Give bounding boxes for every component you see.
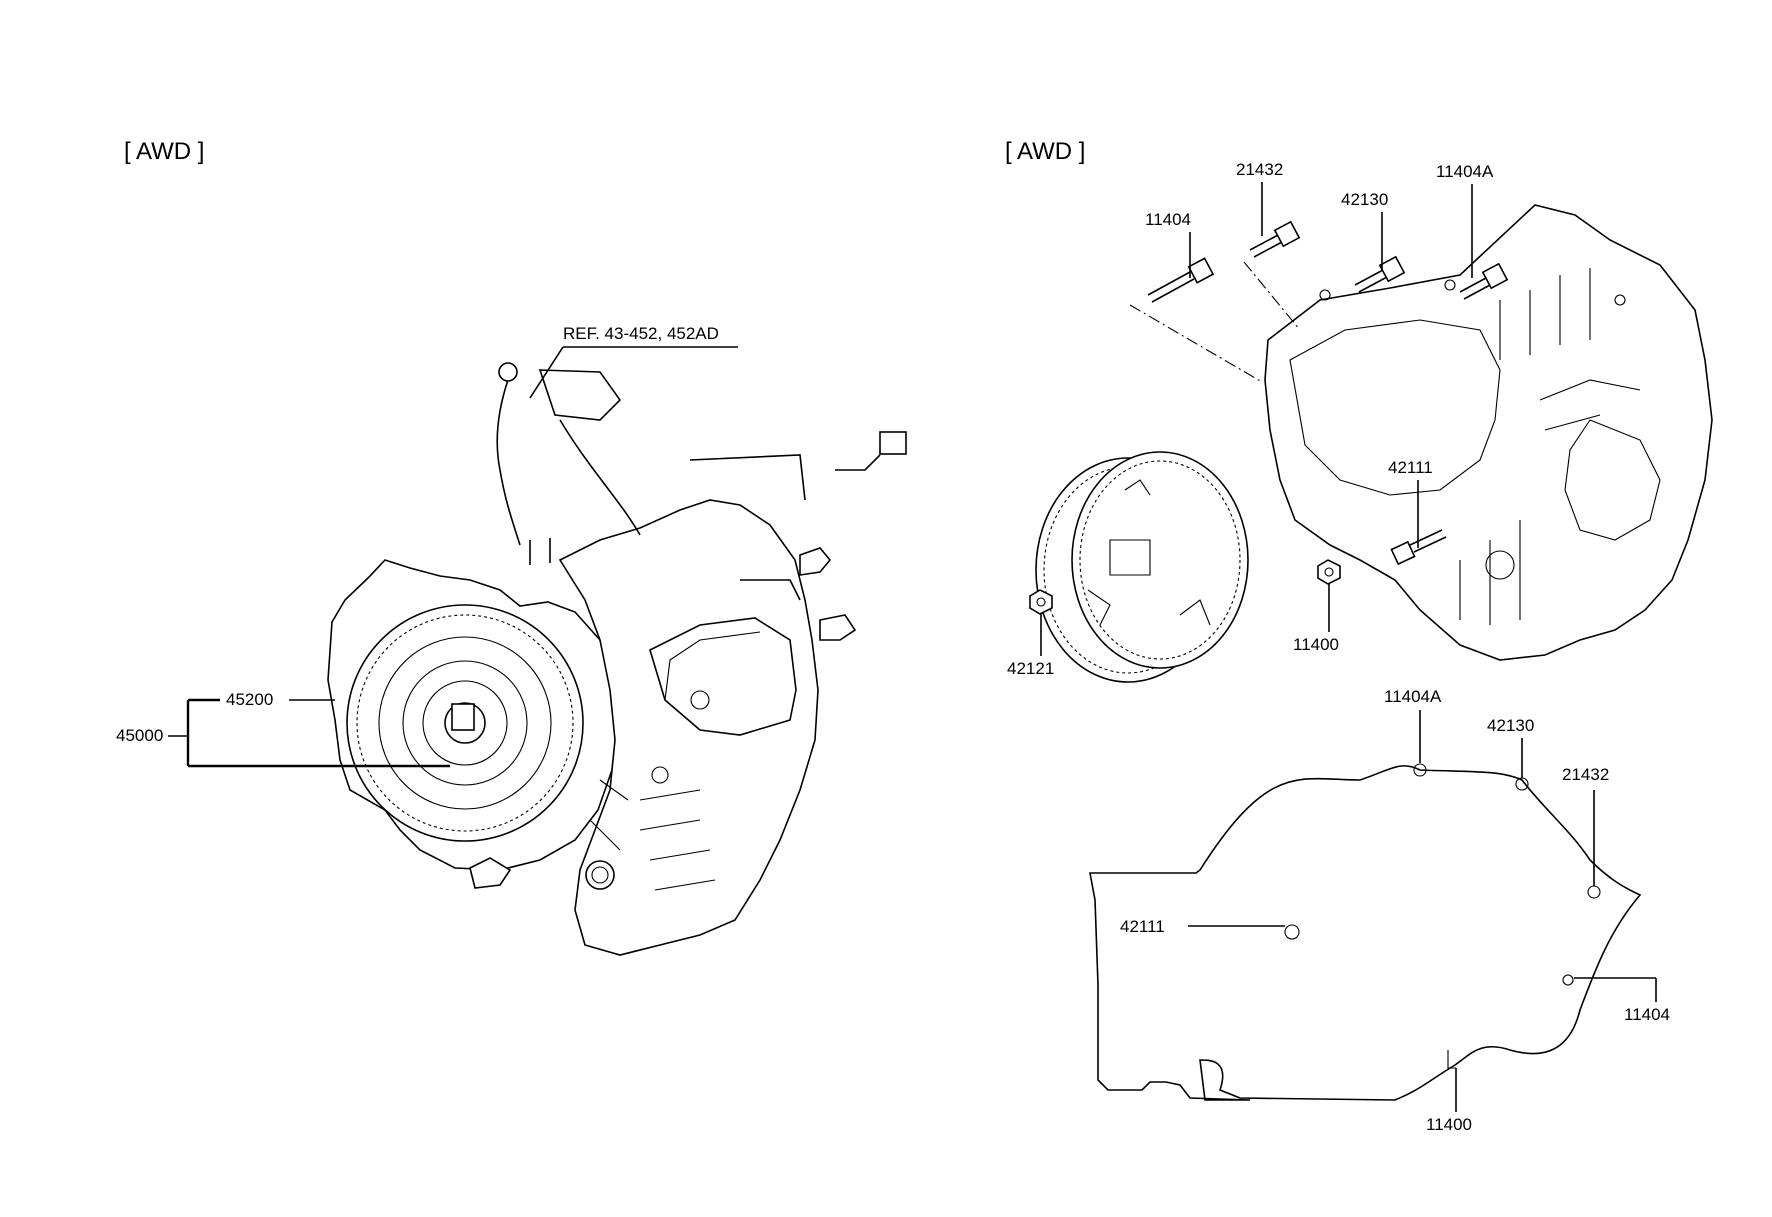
label-42130-top: 42130 xyxy=(1341,190,1388,209)
bolt-11404A xyxy=(1459,262,1509,300)
left-panel: [ AWD ] xyxy=(116,138,907,956)
label-11404A-top: 11404A xyxy=(1436,162,1494,181)
bolt-location-outline xyxy=(1089,763,1642,1101)
bolt-11404 xyxy=(1147,257,1215,303)
label-42121: 42121 xyxy=(1007,659,1054,678)
align-line-11404 xyxy=(1129,304,1263,383)
ring-gear-flywheel xyxy=(1035,451,1249,683)
label-42130-bottom: 42130 xyxy=(1487,716,1534,735)
ref-label: REF. 43-452, 452AD xyxy=(563,324,719,343)
align-line-21432 xyxy=(1243,261,1301,331)
ref-leader xyxy=(529,346,564,399)
hole-11404 xyxy=(1562,974,1574,986)
hole-21432 xyxy=(1587,885,1601,899)
label-42111-top: 42111 xyxy=(1388,458,1433,477)
label-11404-bottom: 11404 xyxy=(1624,1005,1670,1024)
transaxle-assembly-drawing xyxy=(327,362,907,956)
label-11400-bottom: 11400 xyxy=(1426,1115,1472,1134)
label-45200: 45200 xyxy=(226,690,273,709)
label-45000: 45000 xyxy=(116,726,163,745)
hole-42111 xyxy=(1284,924,1300,940)
label-21432-top: 21432 xyxy=(1236,160,1283,179)
label-11404A-bottom: 11404A xyxy=(1384,687,1442,706)
label-21432-bottom: 21432 xyxy=(1562,765,1609,784)
hole-11400 xyxy=(1447,1050,1456,1069)
bolt-42111 xyxy=(1390,529,1447,566)
label-11400-top: 11400 xyxy=(1293,635,1339,654)
left-panel-header: [ AWD ] xyxy=(124,138,204,165)
nut-42121 xyxy=(1029,589,1053,615)
nut-11400 xyxy=(1317,559,1341,585)
transaxle-case-drawing xyxy=(1264,204,1713,661)
label-42111-bottom: 42111 xyxy=(1120,917,1165,936)
bolt-21432 xyxy=(1249,220,1301,258)
bolt-42130 xyxy=(1354,255,1406,293)
right-panel-header: [ AWD ] xyxy=(1005,138,1085,165)
right-panel: [ AWD ] xyxy=(1005,138,1713,1134)
label-11404-top: 11404 xyxy=(1145,210,1191,229)
hole-11404A xyxy=(1413,763,1427,777)
